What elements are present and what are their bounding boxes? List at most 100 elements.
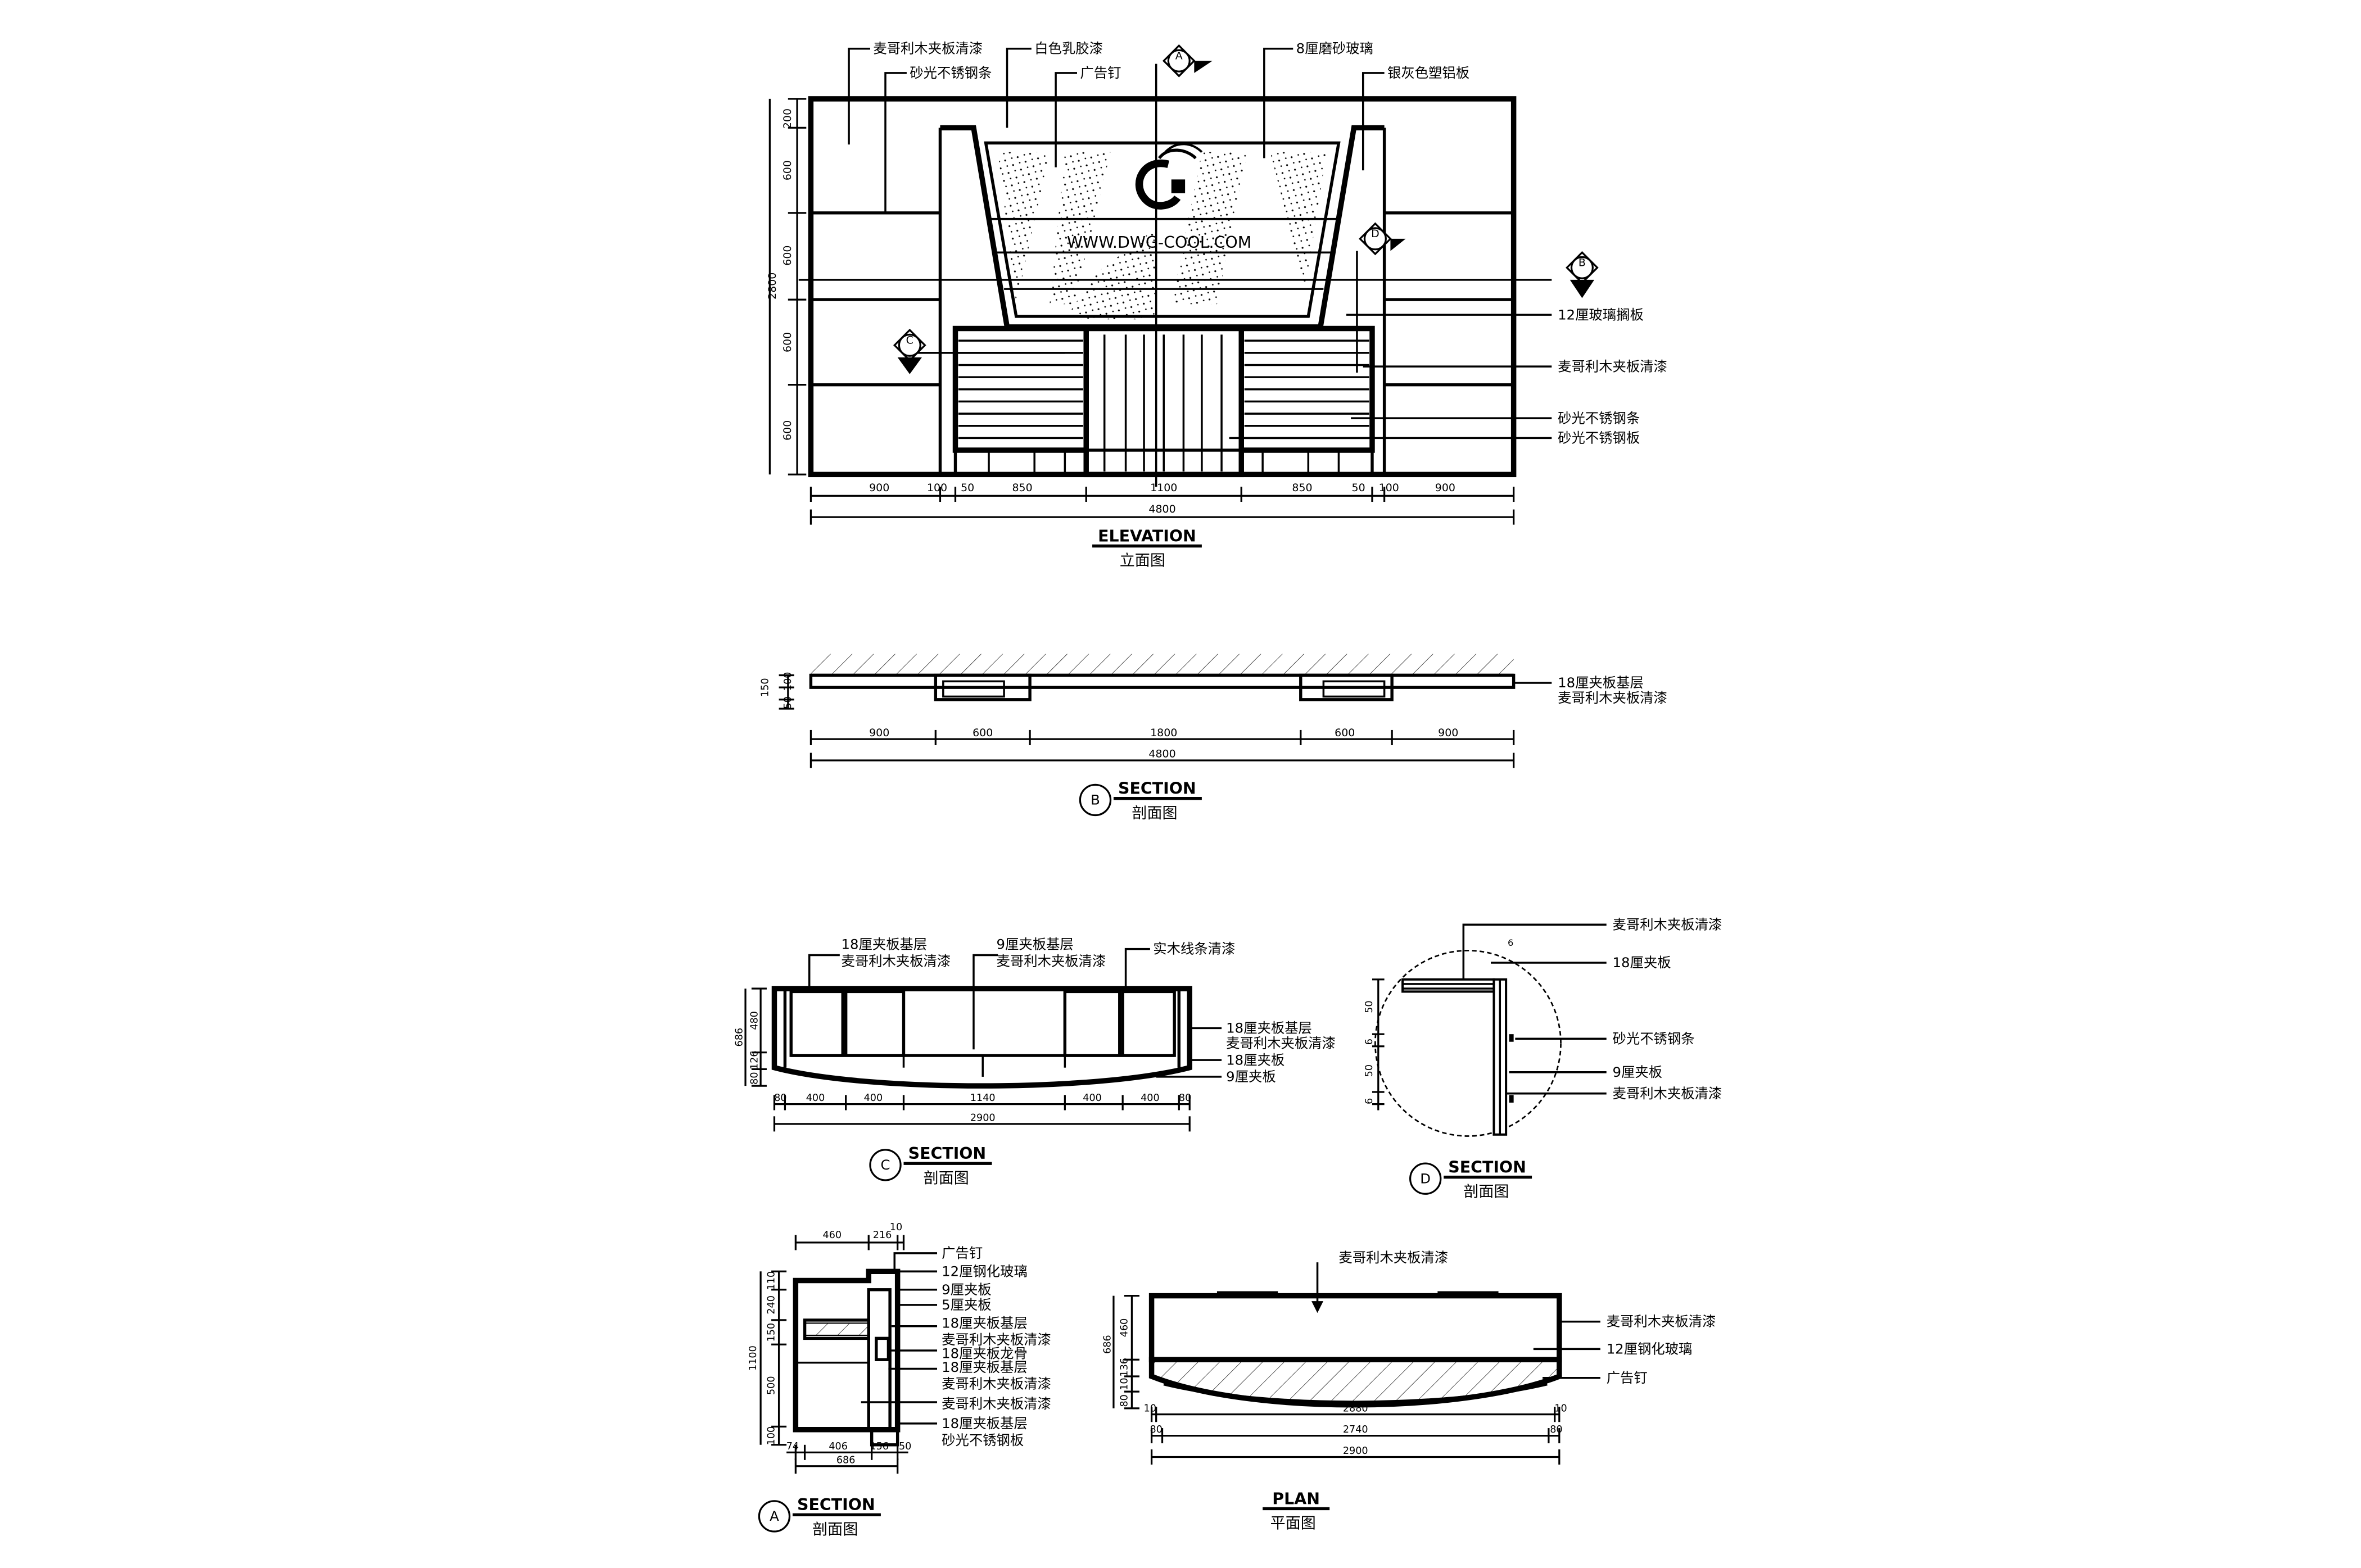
svg-text:麦哥利木夹板清漆: 麦哥利木夹板清漆 — [942, 1331, 1051, 1348]
section-b-subtitle: 剖面图 — [1132, 805, 1177, 822]
svg-text:126: 126 — [749, 1050, 761, 1069]
svg-text:80: 80 — [749, 1072, 761, 1084]
svg-text:4800: 4800 — [1148, 748, 1175, 760]
svg-text:银灰色塑铝板: 银灰色塑铝板 — [1387, 65, 1469, 81]
svg-text:广告钉: 广告钉 — [1080, 65, 1121, 81]
svg-text:8厘磨砂玻璃: 8厘磨砂玻璃 — [1296, 40, 1373, 57]
svg-text:12厘玻璃搁板: 12厘玻璃搁板 — [1558, 306, 1644, 323]
plan-title: PLAN — [1272, 1489, 1320, 1508]
svg-text:2880: 2880 — [1343, 1403, 1368, 1414]
svg-text:麦哥利木夹板清漆: 麦哥利木夹板清漆 — [942, 1376, 1051, 1392]
svg-text:80: 80 — [1179, 1093, 1191, 1104]
svg-text:18厘夹板基层: 18厘夹板基层 — [942, 1359, 1028, 1375]
svg-text:100: 100 — [766, 1426, 777, 1445]
svg-text:850: 850 — [1292, 482, 1312, 494]
svg-text:6: 6 — [1364, 1098, 1375, 1104]
svg-text:1140: 1140 — [970, 1093, 996, 1104]
svg-text:2900: 2900 — [970, 1112, 996, 1123]
svg-text:80: 80 — [1550, 1424, 1562, 1435]
svg-text:50: 50 — [961, 482, 974, 494]
svg-text:600: 600 — [1335, 727, 1355, 739]
svg-text:500: 500 — [766, 1376, 777, 1395]
svg-text:18厘夹板龙骨: 18厘夹板龙骨 — [942, 1345, 1028, 1362]
svg-text:480: 480 — [749, 1011, 761, 1030]
section-a-view: 广告钉 12厘钢化玻璃 9厘夹板 5厘夹板 18厘夹板基层 麦哥利木夹板清漆 1… — [748, 1222, 1051, 1538]
svg-text:C: C — [881, 1157, 890, 1173]
svg-text:9厘夹板基层: 9厘夹板基层 — [997, 936, 1074, 953]
section-d-view: 麦哥利木夹板清漆 18厘夹板 砂光不锈钢条 9厘夹板 麦哥利木夹板清漆 6 50… — [1364, 916, 1722, 1200]
svg-text:50: 50 — [1352, 482, 1365, 494]
svg-text:600: 600 — [781, 420, 794, 441]
svg-text:12厘钢化玻璃: 12厘钢化玻璃 — [942, 1263, 1028, 1279]
svg-text:50: 50 — [1364, 1000, 1375, 1013]
svg-text:460: 460 — [823, 1230, 842, 1241]
svg-text:砂光不锈钢板: 砂光不锈钢板 — [1558, 429, 1640, 446]
section-c-marker — [869, 1149, 902, 1181]
svg-text:10: 10 — [890, 1222, 902, 1233]
svg-text:150: 150 — [766, 1323, 777, 1342]
svg-text:麦哥利木夹板清漆: 麦哥利木夹板清漆 — [1558, 690, 1667, 706]
svg-text:18厘夹板基层: 18厘夹板基层 — [1226, 1019, 1312, 1036]
svg-text:100: 100 — [927, 482, 947, 494]
section-d-marker — [1409, 1162, 1442, 1195]
svg-text:砂光不锈钢条: 砂光不锈钢条 — [910, 65, 992, 81]
svg-text:砂光不锈钢条: 砂光不锈钢条 — [1558, 410, 1640, 426]
svg-text:麦哥利木夹板清漆: 麦哥利木夹板清漆 — [1338, 1249, 1448, 1266]
svg-text:156: 156 — [870, 1441, 889, 1452]
marker-d: D — [1359, 222, 1406, 256]
svg-text:400: 400 — [806, 1093, 825, 1104]
svg-text:9厘夹板: 9厘夹板 — [1226, 1068, 1276, 1085]
svg-text:广告钉: 广告钉 — [1607, 1370, 1648, 1386]
svg-text:18厘夹板: 18厘夹板 — [1613, 954, 1671, 971]
svg-text:6: 6 — [1508, 937, 1513, 948]
section-b-title: SECTION — [1118, 780, 1196, 798]
section-a-marker — [758, 1500, 791, 1533]
svg-text:74: 74 — [786, 1441, 799, 1452]
section-c-view: 18厘夹板基层 麦哥利木夹板清漆 9厘夹板基层 麦哥利木夹板清漆 实木线条清漆 … — [734, 936, 1336, 1188]
svg-text:406: 406 — [829, 1441, 848, 1452]
svg-text:18厘夹板: 18厘夹板 — [1226, 1052, 1284, 1068]
svg-text:麦哥利木夹板清漆: 麦哥利木夹板清漆 — [842, 953, 951, 969]
svg-text:900: 900 — [1435, 482, 1455, 494]
dwg-cool-logo — [1135, 143, 1203, 210]
svg-text:686: 686 — [1102, 1335, 1114, 1354]
svg-text:白色乳胶漆: 白色乳胶漆 — [1034, 40, 1103, 57]
svg-text:麦哥利木夹板清漆: 麦哥利木夹板清漆 — [1613, 1085, 1722, 1102]
section-c-subtitle: 剖面图 — [924, 1170, 969, 1187]
svg-text:900: 900 — [869, 727, 889, 739]
svg-text:400: 400 — [864, 1093, 883, 1104]
svg-text:50: 50 — [783, 696, 794, 709]
svg-text:砂光不锈钢板: 砂光不锈钢板 — [942, 1432, 1024, 1448]
svg-text:2800: 2800 — [766, 273, 779, 300]
svg-text:9厘夹板: 9厘夹板 — [942, 1281, 992, 1298]
svg-text:18厘夹板基层: 18厘夹板基层 — [942, 1415, 1028, 1431]
svg-text:110: 110 — [766, 1271, 777, 1290]
svg-text:麦哥利木夹板清漆: 麦哥利木夹板清漆 — [942, 1395, 1051, 1412]
svg-text:50: 50 — [1364, 1064, 1375, 1077]
svg-text:A: A — [770, 1508, 779, 1524]
svg-text:400: 400 — [1141, 1093, 1160, 1104]
svg-text:600: 600 — [781, 160, 794, 180]
svg-text:686: 686 — [836, 1454, 856, 1466]
svg-text:686: 686 — [734, 1028, 745, 1047]
svg-text:216: 216 — [873, 1230, 892, 1241]
svg-text:240: 240 — [766, 1295, 777, 1315]
svg-text:600: 600 — [781, 332, 794, 352]
elevation-subtitle: 立面图 — [1120, 552, 1165, 570]
plan-view: 麦哥利木夹板清漆 麦哥利木夹板清漆 12厘钢化玻璃 广告钉 686 460 13… — [1102, 1249, 1716, 1533]
svg-text:80: 80 — [1119, 1394, 1130, 1407]
svg-text:460: 460 — [1119, 1318, 1130, 1338]
svg-text:1100: 1100 — [748, 1345, 759, 1371]
svg-text:18厘夹板基层: 18厘夹板基层 — [1558, 674, 1644, 691]
section-d-subtitle: 剖面图 — [1463, 1184, 1509, 1201]
svg-text:10: 10 — [1144, 1403, 1156, 1414]
svg-text:麦哥利木夹板清漆: 麦哥利木夹板清漆 — [1226, 1035, 1336, 1052]
svg-text:50: 50 — [899, 1441, 911, 1452]
svg-text:1100: 1100 — [1150, 482, 1177, 494]
svg-text:麦哥利木夹板清漆: 麦哥利木夹板清漆 — [873, 40, 983, 57]
section-a-title: SECTION — [797, 1496, 875, 1514]
svg-text:400: 400 — [1083, 1093, 1102, 1104]
svg-text:麦哥利木夹板清漆: 麦哥利木夹板清漆 — [1558, 358, 1667, 374]
section-b-view: 18厘夹板基层 麦哥利木夹板清漆 150 50 100 900 600 1800… — [760, 654, 1667, 822]
svg-text:广告钉: 广告钉 — [942, 1245, 983, 1261]
